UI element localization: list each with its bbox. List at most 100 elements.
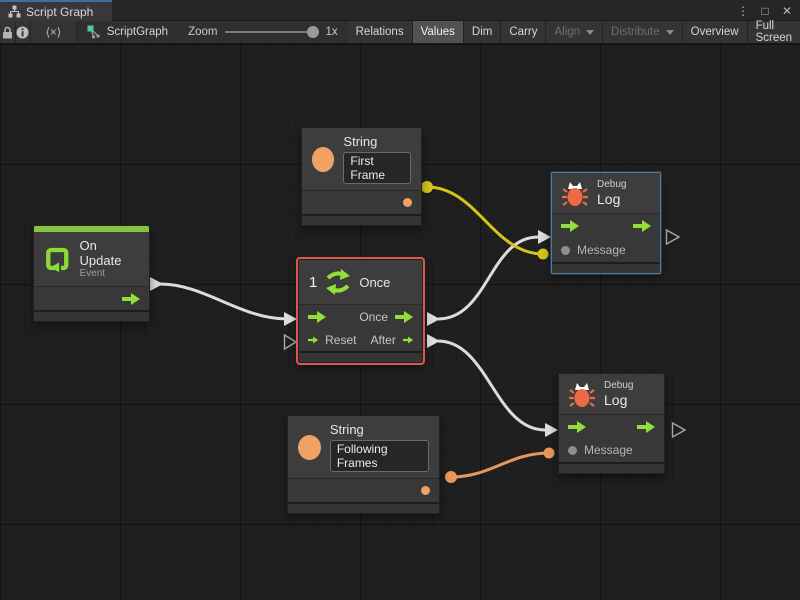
connector-out-debugtop-empty[interactable] bbox=[665, 228, 681, 246]
node-debug-bottom-header: Debug Log bbox=[559, 374, 664, 415]
connector-out-stringfollowing[interactable] bbox=[445, 471, 457, 483]
node-on-update[interactable]: On Update Event bbox=[33, 225, 150, 322]
node-category: Debug bbox=[597, 179, 627, 190]
wire-stringfirst-to-message[interactable] bbox=[426, 185, 544, 256]
string-value-input[interactable]: Following Frames bbox=[329, 440, 429, 472]
once-count: 1 bbox=[309, 273, 318, 291]
node-footer bbox=[552, 262, 660, 273]
zoom-slider-handle[interactable] bbox=[307, 26, 320, 38]
node-title: Log bbox=[604, 392, 628, 408]
message-label: Message bbox=[577, 243, 626, 257]
graph-name: ScriptGraph bbox=[106, 26, 169, 38]
on-update-loop-icon bbox=[46, 247, 69, 273]
flow-input-port[interactable] bbox=[561, 220, 579, 232]
distribute-button[interactable]: Distribute bbox=[603, 21, 683, 43]
node-on-update-header: On Update Event bbox=[34, 232, 149, 287]
node-debug-top-header: Debug Log bbox=[552, 173, 660, 214]
node-footer bbox=[299, 351, 422, 362]
node-title: String bbox=[343, 134, 378, 149]
flow-input-port[interactable] bbox=[308, 334, 319, 346]
once-output-label: Once bbox=[359, 309, 388, 324]
connector-out-onupdate[interactable] bbox=[150, 277, 163, 291]
wire-after-to-debugbottom[interactable] bbox=[437, 339, 546, 432]
zoom-value: 1x bbox=[325, 26, 338, 38]
align-button[interactable]: Align bbox=[546, 21, 604, 43]
graph-toolbar: ⟨×⟩ ScriptGraph Zoom 1x Relations Values… bbox=[0, 20, 800, 44]
relations-button[interactable]: Relations bbox=[347, 21, 413, 43]
connector-in-message-top[interactable] bbox=[537, 248, 549, 260]
connector-out-once[interactable] bbox=[427, 312, 440, 326]
node-string-following-header: String Following Frames bbox=[288, 416, 439, 479]
graph-canvas[interactable]: String First Frame On Up bbox=[0, 44, 800, 600]
node-footer bbox=[288, 502, 439, 513]
flow-output-port[interactable] bbox=[402, 334, 413, 346]
string-output-port[interactable] bbox=[421, 486, 430, 495]
chevron-down-icon bbox=[665, 29, 674, 35]
node-once[interactable]: 1 Once Once bbox=[296, 257, 425, 365]
chevron-down-icon bbox=[586, 29, 595, 35]
connector-out-stringfirst[interactable] bbox=[421, 181, 433, 193]
string-type-icon bbox=[312, 146, 335, 172]
node-footer bbox=[34, 310, 149, 321]
wire-stringfollowing-to-message[interactable] bbox=[450, 451, 550, 479]
connector-in-once-reset-empty[interactable] bbox=[283, 333, 298, 351]
node-string-first[interactable]: String First Frame bbox=[301, 127, 422, 226]
wire-onupdate-to-once[interactable] bbox=[159, 282, 289, 321]
node-debug-log-bottom[interactable]: Debug Log Message bbox=[558, 373, 665, 474]
connector-in-debugbottom[interactable] bbox=[545, 423, 558, 437]
flow-output-port[interactable] bbox=[637, 420, 655, 433]
maximize-icon[interactable]: □ bbox=[761, 3, 769, 18]
dim-button[interactable]: Dim bbox=[463, 21, 502, 43]
info-icon bbox=[16, 26, 29, 38]
node-footer bbox=[302, 214, 421, 225]
connector-out-after[interactable] bbox=[427, 334, 440, 348]
message-input-port[interactable] bbox=[561, 245, 570, 255]
connector-in-once[interactable] bbox=[284, 312, 297, 326]
node-string-following[interactable]: String Following Frames bbox=[287, 415, 440, 514]
once-cycle-icon bbox=[326, 269, 351, 295]
flow-input-port[interactable] bbox=[568, 420, 586, 433]
close-icon[interactable]: ✕ bbox=[781, 3, 793, 18]
align-label: Align bbox=[554, 26, 581, 38]
overview-button[interactable]: Overview bbox=[682, 21, 748, 43]
code-view-button[interactable]: ⟨×⟩ bbox=[31, 21, 77, 43]
flow-output-port[interactable] bbox=[395, 310, 413, 323]
flow-input-port[interactable] bbox=[308, 310, 326, 323]
fullscreen-button[interactable]: Full Screen bbox=[747, 20, 800, 44]
string-output-port[interactable] bbox=[403, 198, 412, 207]
graph-breadcrumb[interactable]: ScriptGraph bbox=[77, 21, 178, 43]
node-debug-bottom-body: Message bbox=[559, 415, 664, 462]
wire-once-to-debugtop[interactable] bbox=[437, 235, 539, 321]
flow-output-port[interactable] bbox=[122, 292, 140, 305]
debug-bug-icon bbox=[562, 182, 588, 206]
zoom-slider[interactable] bbox=[225, 26, 320, 38]
tab-title: Script Graph bbox=[26, 4, 94, 19]
tab-script-graph[interactable]: Script Graph bbox=[0, 0, 112, 21]
graph-tree-icon bbox=[8, 5, 21, 18]
string-type-icon bbox=[298, 434, 321, 460]
connector-in-debugtop[interactable] bbox=[538, 230, 551, 244]
window-menu-icon[interactable]: ⋮ bbox=[737, 3, 749, 18]
node-once-body: Once Reset After bbox=[299, 305, 422, 351]
node-title: On Update bbox=[79, 238, 122, 268]
node-string-following-body bbox=[288, 479, 439, 502]
message-label: Message bbox=[584, 443, 633, 457]
values-button[interactable]: Values bbox=[412, 21, 464, 43]
connector-out-debugbottom-empty[interactable] bbox=[671, 421, 687, 439]
carry-button[interactable]: Carry bbox=[501, 21, 547, 43]
node-title: Once bbox=[359, 274, 391, 290]
node-title: Log bbox=[597, 191, 621, 207]
window-controls: ⋮ □ ✕ bbox=[734, 0, 796, 21]
node-debug-log-top[interactable]: Debug Log Message bbox=[551, 172, 661, 274]
message-input-port[interactable] bbox=[568, 445, 577, 455]
node-string-first-header: String First Frame bbox=[302, 128, 421, 191]
string-value-input[interactable]: First Frame bbox=[343, 152, 411, 184]
script-graph-icon bbox=[87, 25, 100, 39]
info-button[interactable] bbox=[15, 21, 32, 43]
connector-in-message-bottom[interactable] bbox=[543, 447, 555, 459]
flow-output-port[interactable] bbox=[633, 220, 651, 232]
node-on-update-body bbox=[34, 287, 149, 310]
node-string-first-body bbox=[302, 191, 421, 214]
lock-button[interactable] bbox=[0, 21, 16, 43]
